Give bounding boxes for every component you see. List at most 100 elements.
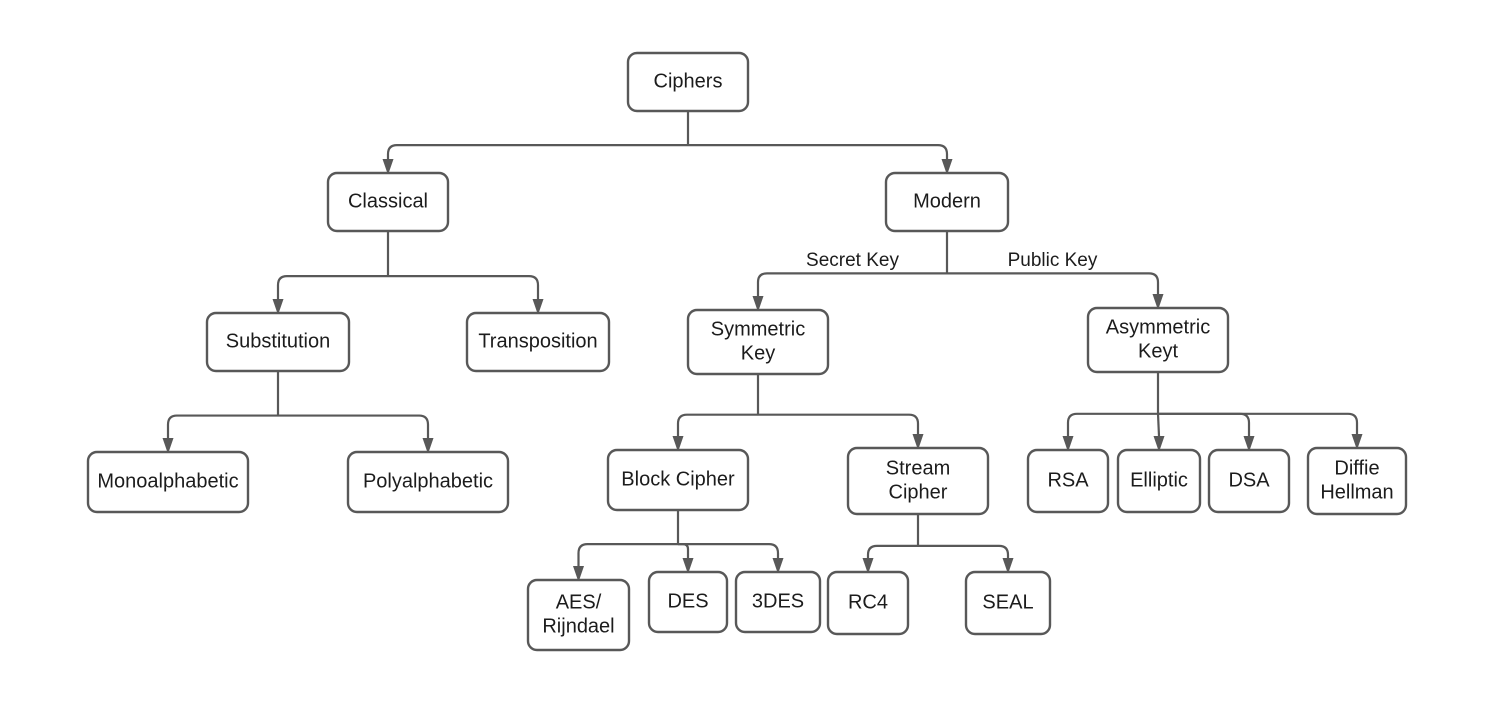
node-label: Classical [348, 190, 428, 212]
node-label: AES/ [556, 591, 602, 613]
node-box [465, 311, 611, 373]
node-label: Elliptic [1130, 469, 1188, 491]
node-elliptic[interactable]: Elliptic [1116, 448, 1202, 514]
node-aes-rijndael[interactable]: AES/Rijndael [526, 578, 631, 652]
node-box [526, 578, 631, 652]
node-box [1207, 448, 1291, 514]
edge-line [756, 272, 947, 296]
node-box [1116, 448, 1202, 514]
edges-layer [162, 111, 1363, 582]
node-label: Modern [913, 190, 981, 212]
edge-arrowhead [1062, 436, 1074, 452]
edge-arrowhead [422, 438, 434, 454]
node-label: Key [741, 342, 775, 364]
edge-asymmetric-diffie [1158, 412, 1363, 450]
edge-arrowhead [672, 436, 684, 452]
node-rc4[interactable]: RC4 [826, 570, 910, 636]
node-label: Monoalphabetic [97, 470, 238, 492]
edge-arrowhead [752, 296, 764, 312]
node-monoalphabetic[interactable]: Monoalphabetic [86, 450, 250, 514]
edge-line [166, 414, 278, 438]
node-polyalphabetic[interactable]: Polyalphabetic [346, 450, 510, 514]
edge-label-modern-symmetric: Secret Key [806, 250, 899, 271]
edge-arrowhead [1152, 294, 1164, 310]
node-transposition[interactable]: Transposition [465, 311, 611, 373]
edge-asymmetric-elliptic [1153, 413, 1165, 452]
node-3des[interactable]: 3DES [734, 570, 822, 634]
edge-arrowhead [682, 558, 694, 574]
edge-arrowhead [941, 159, 953, 175]
node-label: DES [667, 590, 708, 612]
node-box [326, 171, 450, 233]
edge-line [678, 543, 690, 558]
edge-arrowhead [382, 159, 394, 175]
node-seal[interactable]: SEAL [964, 570, 1052, 636]
edge-substitution-monoalphabetic [162, 414, 278, 454]
node-box [846, 446, 990, 516]
node-box [346, 450, 510, 514]
edge-stream-seal [918, 544, 1014, 574]
node-box [734, 570, 822, 634]
edge-arrowhead [1153, 436, 1165, 452]
edge-line [577, 543, 678, 566]
edge-line [1158, 412, 1359, 434]
edge-arrowhead [1002, 558, 1014, 574]
edge-symmetric-stream [758, 413, 924, 450]
edge-label-modern-asymmetric: Public Key [1008, 250, 1098, 271]
node-modern[interactable]: Modern [884, 171, 1010, 233]
node-label: Symmetric [711, 318, 805, 340]
node-classical[interactable]: Classical [326, 171, 450, 233]
edge-labels-layer: Secret Key Public Key [806, 250, 1098, 271]
edge-ciphers-classical [382, 144, 688, 175]
node-des[interactable]: DES [647, 570, 729, 634]
edge-arrowhead [272, 299, 284, 315]
node-label: RSA [1047, 469, 1089, 491]
edge-line [1158, 412, 1251, 436]
node-label: Polyalphabetic [363, 470, 493, 492]
edge-classical-substitution [272, 275, 388, 315]
edge-line [918, 544, 1010, 558]
edge-line [1066, 412, 1158, 436]
node-box [647, 570, 729, 634]
node-label: Diffie [1334, 457, 1379, 479]
edge-line [276, 275, 388, 299]
edge-arrowhead [1243, 436, 1255, 452]
node-dsa[interactable]: DSA [1207, 448, 1291, 514]
edge-classical-transposition [388, 275, 544, 315]
node-label: Block Cipher [621, 468, 735, 490]
node-box [1086, 306, 1230, 374]
edge-ciphers-modern [688, 144, 953, 175]
node-box [626, 51, 750, 113]
node-box [606, 448, 750, 512]
edge-asymmetric-dsa [1158, 412, 1255, 452]
edge-line [386, 144, 688, 159]
node-box [86, 450, 250, 514]
node-box [1026, 448, 1110, 514]
node-substitution[interactable]: Substitution [205, 311, 351, 373]
edge-arrowhead [162, 438, 174, 454]
node-box [826, 570, 910, 636]
edge-modern-symmetric [752, 272, 947, 312]
node-label: Asymmetric [1106, 316, 1210, 338]
node-label: Substitution [226, 330, 331, 352]
node-block-cipher[interactable]: Block Cipher [606, 448, 750, 512]
node-box [686, 308, 830, 376]
edge-asymmetric-rsa [1062, 412, 1158, 452]
node-label: Transposition [478, 330, 597, 352]
node-rsa[interactable]: RSA [1026, 448, 1110, 514]
node-label: Cipher [889, 481, 948, 503]
edge-block-3des [678, 543, 784, 574]
node-ciphers[interactable]: Ciphers [626, 51, 750, 113]
edge-line [1156, 413, 1161, 437]
edge-stream-rc4 [862, 544, 918, 574]
node-label: SEAL [982, 591, 1033, 613]
edge-line [758, 413, 920, 434]
node-box [964, 570, 1052, 636]
edge-line [678, 543, 780, 558]
